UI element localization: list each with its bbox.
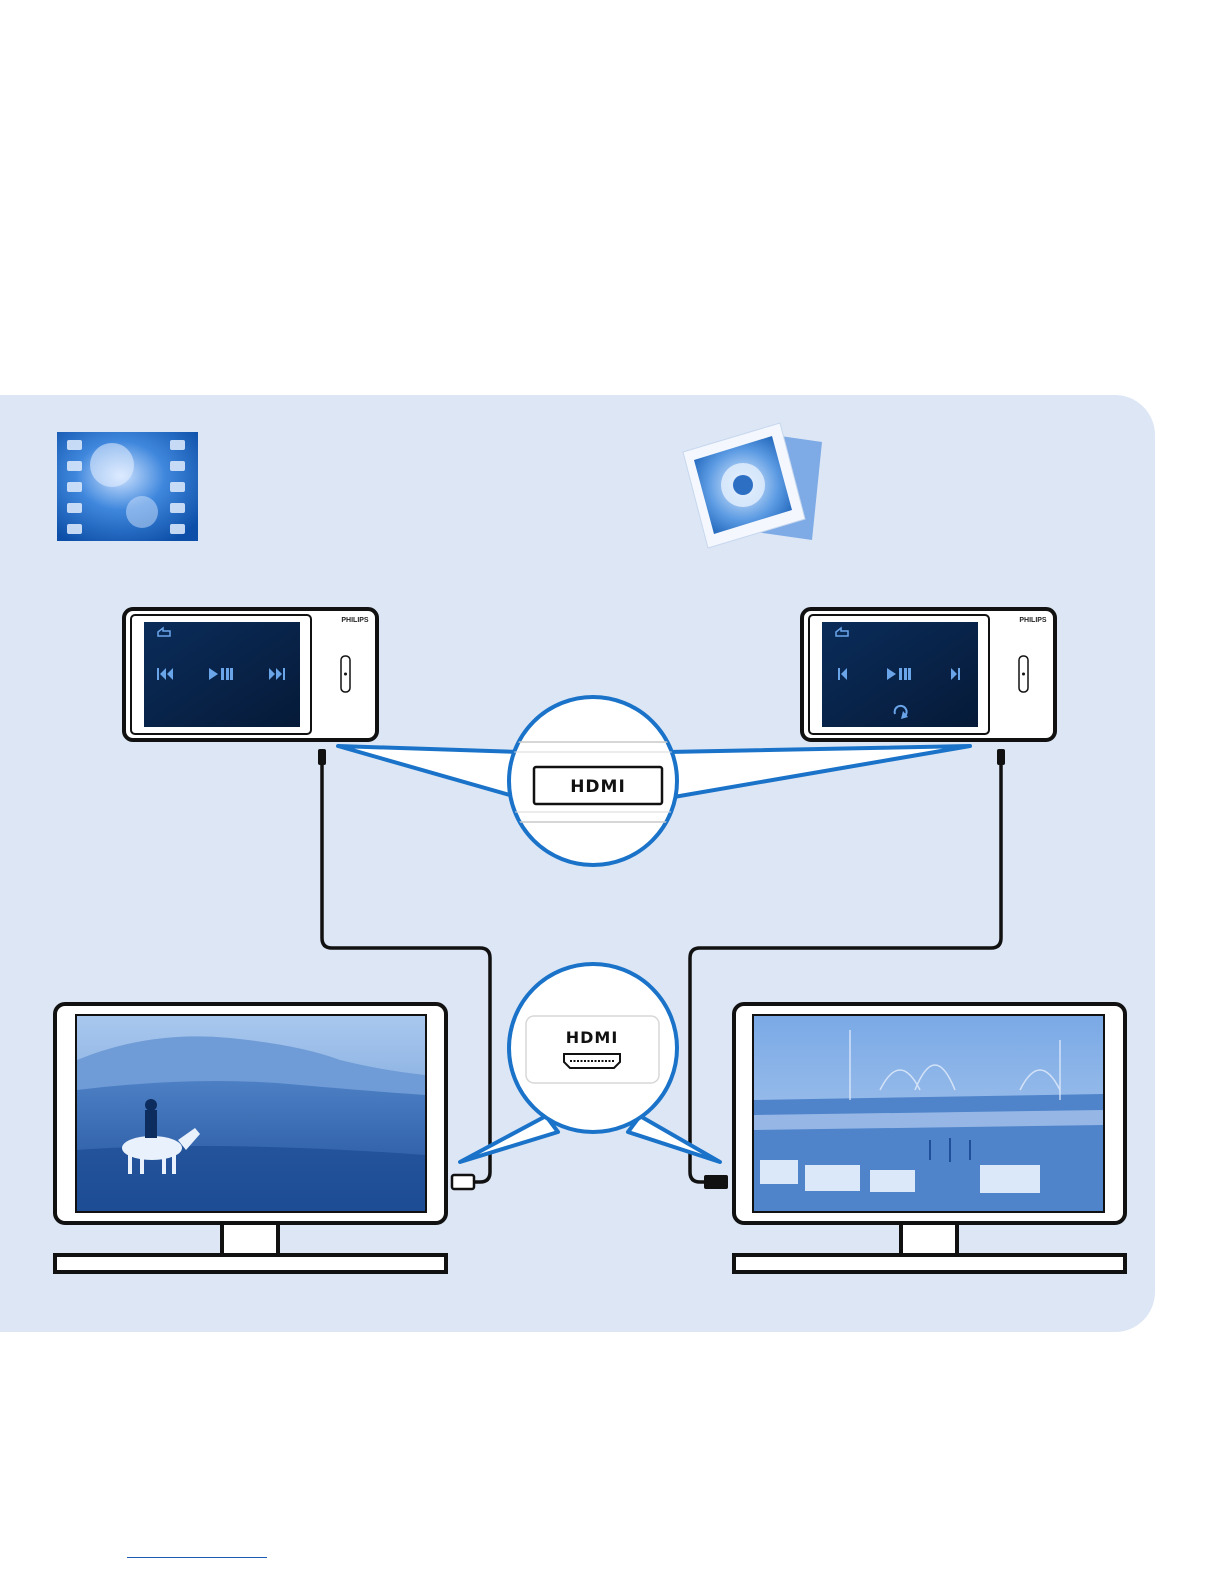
tv-right (704, 1004, 1125, 1272)
player-hdmi-plug-left (318, 749, 326, 765)
tv-screen-movie-scene (76, 1015, 426, 1212)
photo-stack-icon (683, 423, 822, 548)
tv-screen-harbor-scene (753, 1015, 1104, 1212)
hdmi-logo-top: HDMI (570, 777, 626, 797)
tv-hdmi-plug-left (452, 1175, 474, 1189)
brand-label: PHILIPS (1019, 617, 1047, 624)
footer-rule (127, 1557, 267, 1558)
brand-label: PHILIPS (341, 617, 369, 624)
tv-hdmi-plug-right (704, 1175, 728, 1189)
hdmi-port-icon (564, 1054, 620, 1068)
player-hdmi-plug-right (997, 749, 1005, 765)
tv-hdmi-port-callout: HDMI (460, 964, 720, 1162)
film-strip-icon (57, 432, 198, 541)
photo-player-device: PHILIPS (802, 609, 1055, 740)
video-player-device: PHILIPS (124, 609, 377, 740)
hdmi-logo-bottom: HDMI (566, 1028, 619, 1047)
tv-left (55, 1004, 474, 1272)
